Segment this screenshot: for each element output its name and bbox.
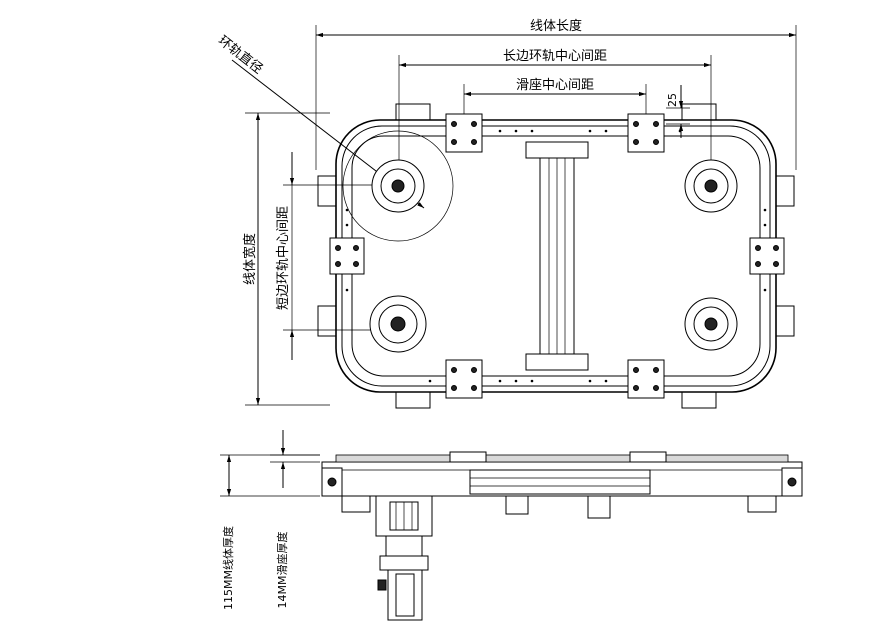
slider-left	[329, 237, 365, 275]
top-view: 线体长度 长边环轨中心间距 滑座中心间距 25 环轨直径	[215, 18, 797, 409]
slider-center-label: 滑座中心间距	[516, 78, 594, 93]
long-side-center-label: 长边环轨中心间距	[503, 49, 607, 64]
conveyor-frame	[317, 103, 795, 409]
dim-line-thickness: 115MM线体厚度	[220, 454, 320, 610]
slider-top-left	[445, 113, 483, 153]
dim-slider-center: 滑座中心间距	[463, 78, 647, 118]
motor-assembly	[375, 495, 433, 621]
rail-bolts	[345, 129, 767, 383]
pulley-bottom-right	[684, 297, 738, 351]
slider-bottom-left	[445, 359, 483, 399]
pulley-bottom-left	[369, 295, 427, 353]
dim-line-width: 线体宽度	[242, 112, 330, 406]
offset-value-label: 25	[666, 93, 679, 107]
dim-long-side-center: 长边环轨中心间距	[398, 49, 712, 180]
dim-slider-thickness: 14MM滑座厚度	[270, 430, 320, 608]
dim-short-side-center: 短边环轨中心间距	[276, 152, 380, 360]
dim-offset-25: 25	[666, 85, 690, 138]
line-thickness-label: 115MM线体厚度	[221, 526, 235, 610]
line-width-label: 线体宽度	[242, 233, 258, 285]
side-view: 115MM线体厚度 14MM滑座厚度	[220, 430, 803, 621]
pulley-top-right	[684, 159, 738, 213]
pulley-top-left	[371, 159, 425, 213]
short-side-center-label: 短边环轨中心间距	[276, 206, 291, 310]
ring-rail-circle	[342, 130, 454, 242]
ring-diameter-label: 环轨直径	[215, 33, 265, 77]
dim-line-length: 线体长度	[315, 18, 797, 170]
slider-top-right	[627, 113, 665, 153]
line-length-label: 线体长度	[530, 18, 582, 34]
center-beam	[525, 141, 589, 371]
slider-thickness-label: 14MM滑座厚度	[275, 532, 289, 609]
slider-right	[749, 237, 785, 275]
slider-bottom-right	[627, 359, 665, 399]
